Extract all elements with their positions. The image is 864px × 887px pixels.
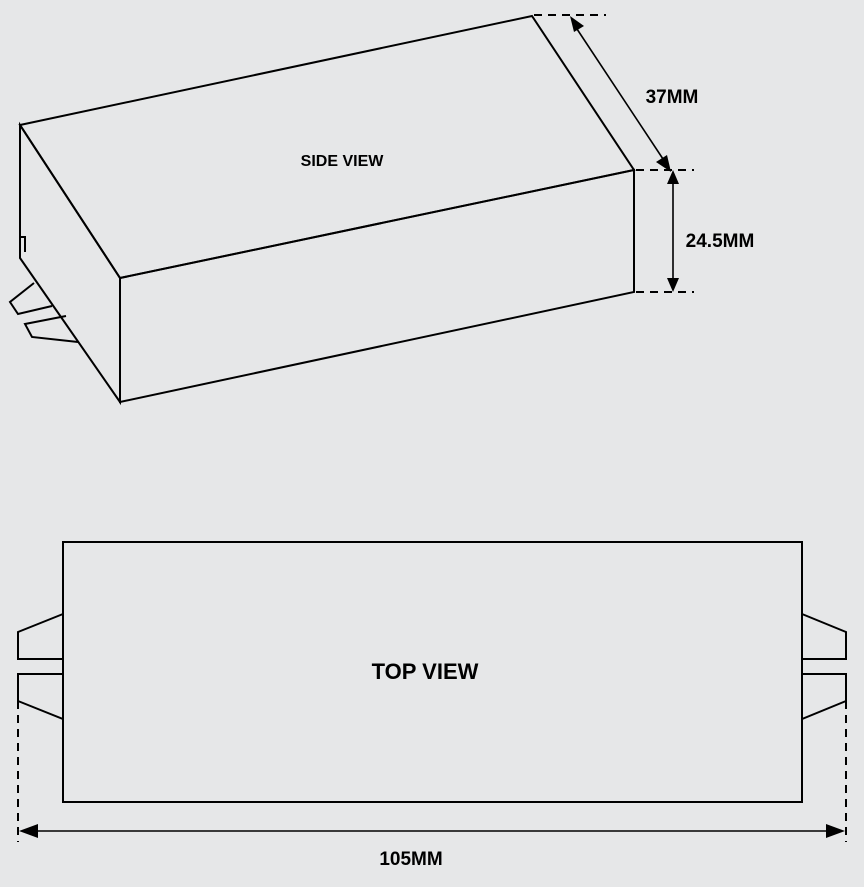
dimension-length-label: 105MM (379, 849, 442, 870)
top-view-tab-left-lower (17, 673, 64, 721)
dimension-height-arrow-top (667, 170, 679, 184)
side-view-tab-upper (8, 282, 53, 316)
top-view-tab-right-lower (801, 673, 847, 721)
dimension-width: 37MM (534, 14, 699, 172)
side-view: SIDE VIEW (8, 14, 636, 406)
side-view-label: SIDE VIEW (301, 153, 385, 170)
top-view: TOP VIEW (17, 541, 847, 803)
side-view-end-face (19, 121, 121, 406)
top-view-tab-left-upper (17, 612, 64, 660)
dimension-length-arrow-right (826, 824, 845, 838)
dimension-length-arrow-left (19, 824, 38, 838)
top-view-tab-right-upper (801, 612, 847, 660)
dimension-height: 24.5MM (636, 169, 755, 293)
dimension-width-arrow-top (570, 16, 584, 32)
dimension-width-line (574, 25, 666, 163)
dimension-length: 105MM (17, 701, 847, 870)
dimension-height-arrow-bottom (667, 278, 679, 292)
top-view-label: TOP VIEW (372, 659, 479, 684)
side-view-front-face (119, 168, 635, 404)
side-view-tab-lower (23, 315, 79, 343)
dimension-height-label: 24.5MM (686, 231, 755, 252)
top-view-body (62, 541, 803, 803)
dimension-width-arrow-bottom (656, 155, 671, 172)
dimension-width-label: 37MM (646, 87, 699, 108)
side-view-top-face (18, 14, 636, 280)
side-view-notch (20, 236, 26, 252)
